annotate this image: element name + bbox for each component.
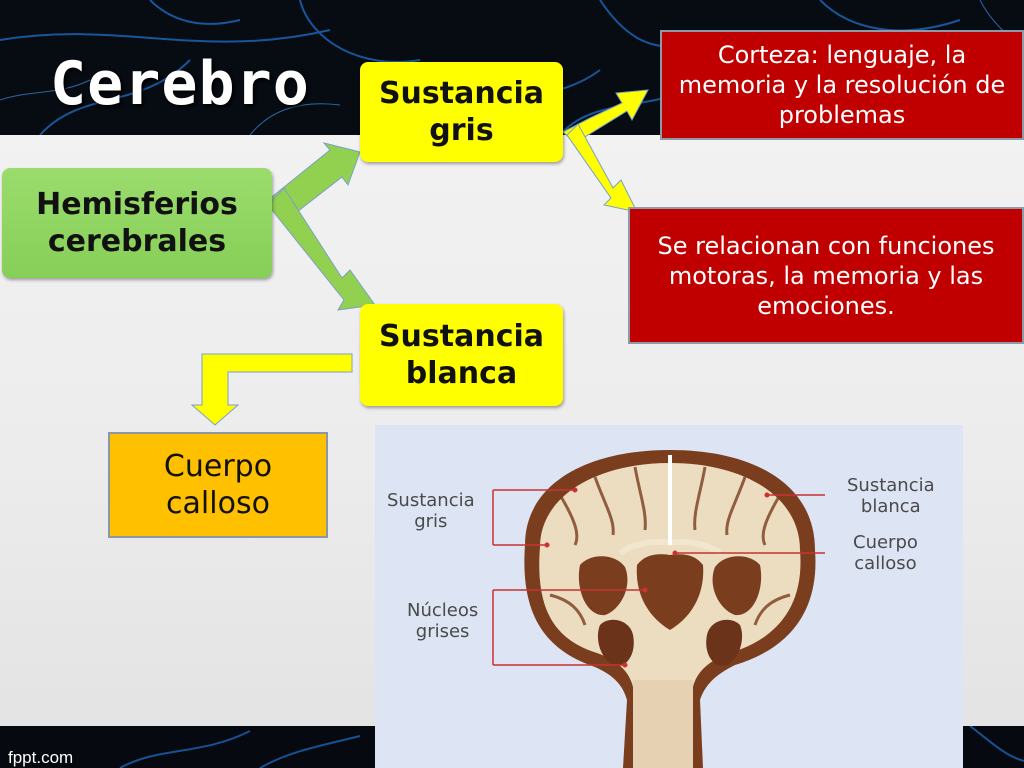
hemisferios-cerebrales-box: Hemisferios cerebrales — [2, 168, 272, 278]
brain-label-nucleos-grises: Núcleos grises — [407, 600, 479, 642]
sustancia-blanca-box: Sustancia blanca — [360, 304, 563, 406]
brain-label-sustancia-gris: Sustancia gris — [387, 490, 475, 532]
sustancia-gris-text: Sustancia gris — [378, 75, 545, 149]
hemisferios-cerebrales-text: Hemisferios cerebrales — [36, 186, 238, 260]
sustancia-gris-box: Sustancia gris — [360, 62, 563, 162]
cuerpo-calloso-box: Cuerpo calloso — [108, 432, 328, 538]
funciones-text: Se relacionan con funciones motoras, la … — [657, 231, 995, 320]
arrow-to-cuerpo-calloso-icon — [190, 353, 353, 426]
brain-label-sustancia-blanca: Sustancia blanca — [847, 475, 935, 517]
cuerpo-calloso-text: Cuerpo calloso — [163, 448, 273, 522]
corteza-box: Corteza: lenguaje, la memoria y la resol… — [660, 30, 1024, 140]
footer-neuron-decoration — [119, 726, 1024, 768]
slide-title: Cerebro — [50, 49, 310, 119]
sustancia-blanca-text: Sustancia blanca — [378, 318, 545, 392]
brain-coronal-section-icon — [492, 450, 825, 768]
brain-illustration: Sustancia gris Sustancia blanca Cuerpo c… — [375, 425, 963, 768]
corteza-text: Corteza: lenguaje, la memoria y la resol… — [678, 41, 1006, 129]
funciones-box: Se relacionan con funciones motoras, la … — [628, 207, 1024, 344]
arrow-to-funciones-icon — [566, 123, 638, 213]
brain-label-cuerpo-calloso: Cuerpo calloso — [853, 532, 918, 574]
arrow-to-sustancia-blanca-icon — [267, 187, 376, 311]
footer-brand: fppt.com — [8, 748, 74, 767]
arrow-to-corteza-icon — [562, 89, 649, 144]
